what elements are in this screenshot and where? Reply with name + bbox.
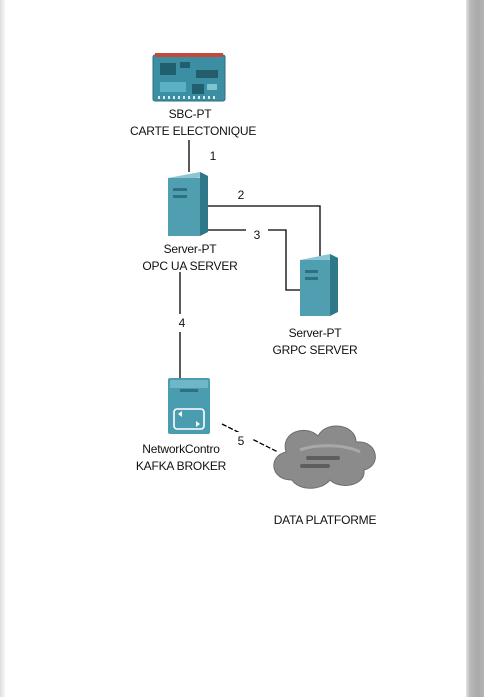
link-3-label: 3 [246,226,268,244]
circuit-board-icon[interactable] [152,53,226,102]
network-controller-icon[interactable] [168,378,210,434]
kafka-type: NetworkContro [142,442,220,456]
opc-server-icon[interactable] [168,172,208,236]
grpc-name: GRPC SERVER [272,343,358,357]
link-5-label: 5 [230,432,252,450]
grpc-label: Server-PT GRPC SERVER [255,325,375,359]
opc-name: OPC UA SERVER [142,259,238,273]
right-edge-shadow [466,0,484,697]
opc-label: Server-PT OPC UA SERVER [125,241,255,275]
left-edge-shadow [0,0,6,697]
grpc-server-icon[interactable] [300,254,338,316]
sbc-type: SBC-PT [168,107,212,121]
link-2-line[interactable] [208,205,321,256]
data-platform-label: DATA PLATFORME [273,513,377,527]
opc-type: Server-PT [163,242,217,256]
kafka-label: NetworkContro KAFKA BROKER [126,441,236,475]
link-1-label: 1 [202,147,224,165]
link-2-label: 2 [230,186,252,204]
sbc-label: SBC-PT CARTE ELECTONIQUE [130,106,257,140]
link-4-label: 4 [171,314,193,332]
grpc-type: Server-PT [288,326,342,340]
kafka-name: KAFKA BROKER [135,459,227,473]
sbc-name: CARTE ELECTONIQUE [130,124,257,138]
cloud-icon[interactable] [273,425,376,489]
